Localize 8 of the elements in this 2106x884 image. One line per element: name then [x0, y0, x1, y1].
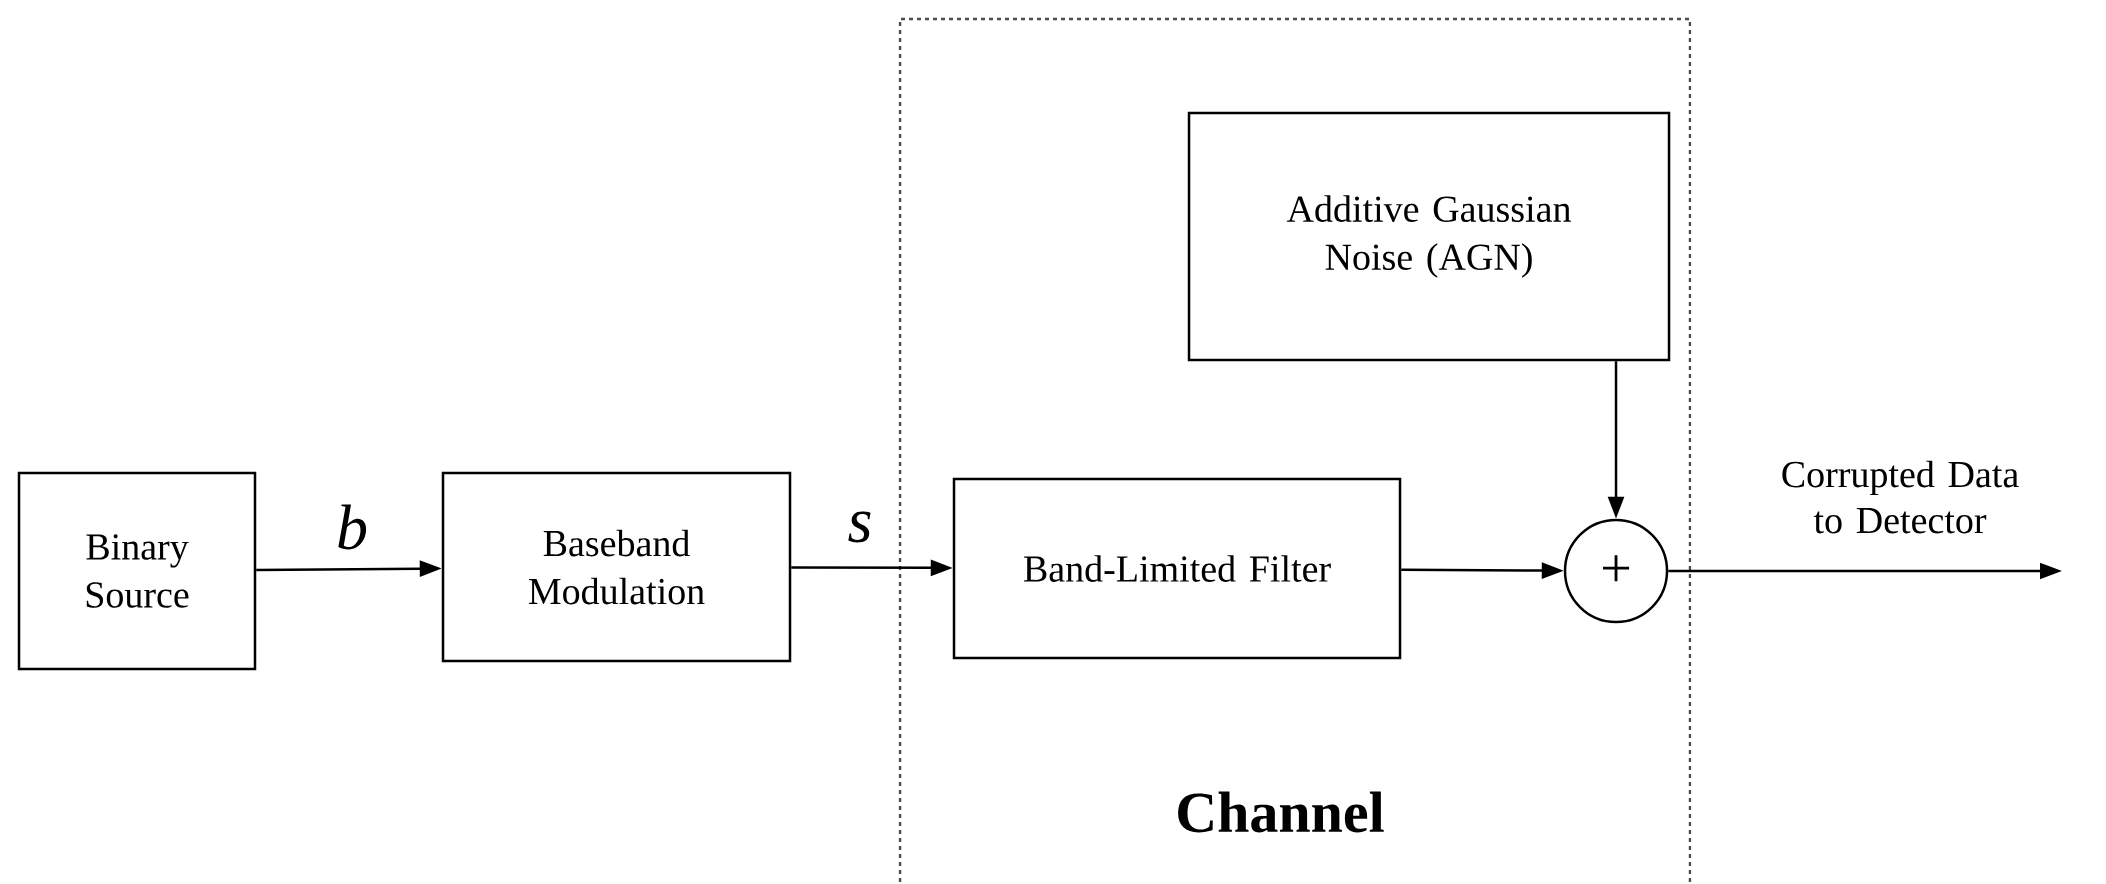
process-box: Binary Source: [17, 471, 257, 671]
summing-junction: +: [1563, 518, 1669, 624]
edge-label: s: [848, 511, 871, 543]
edge-label: Corrupted Data to Detector: [1782, 460, 2019, 534]
process-box: Additive Gaussian Noise (AGN): [1187, 111, 1671, 362]
edge-label: b: [338, 504, 367, 550]
process-box: Baseband Modulation: [441, 471, 792, 663]
process-box: Band-Limited Filter: [952, 477, 1402, 660]
